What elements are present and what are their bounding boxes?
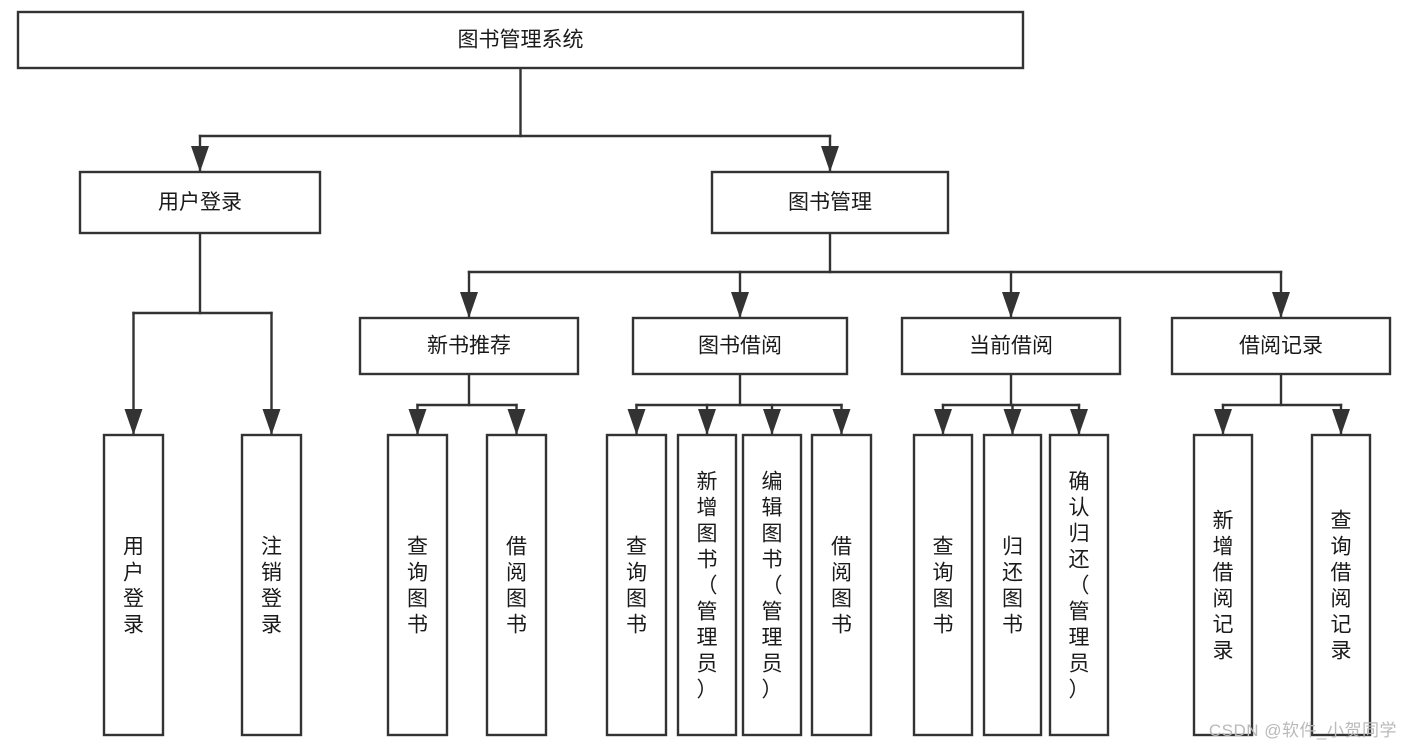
arrow-head-leaf-query-book-1 <box>408 409 427 435</box>
node-leaf-borrow-book-1-label: 借阅图书 <box>506 535 527 636</box>
node-book-manage[interactable]: 图书管理 <box>710 170 950 235</box>
node-borrow-record-box[interactable] <box>1170 316 1392 376</box>
node-leaf-add-record[interactable]: 新增借阅记录 <box>1192 433 1254 737</box>
node-leaf-logout[interactable]: 注销登录 <box>240 433 303 737</box>
arrow-head-leaf-confirm-return <box>1070 409 1088 435</box>
node-leaf-confirm-return[interactable]: 确认归还（管理员） <box>1048 433 1110 737</box>
arrow-head-leaf-user-login <box>124 409 143 435</box>
node-leaf-query-book-1[interactable]: 查询图书 <box>386 433 449 737</box>
watermark-text: CSDN @软件_小贺同学 <box>1208 721 1397 740</box>
node-leaf-logout-box[interactable] <box>240 433 303 737</box>
node-leaf-return-book-label: 归还图书 <box>1002 535 1023 636</box>
node-book-manage-label: 图书管理 <box>788 191 872 214</box>
node-leaf-user-login[interactable]: 用户登录 <box>102 433 165 737</box>
node-leaf-add-book-box[interactable] <box>676 433 738 737</box>
node-leaf-add-record-label: 新增借阅记录 <box>1213 509 1234 662</box>
arrow-head-leaf-add-book <box>698 409 716 435</box>
node-user-login-label: 用户登录 <box>158 191 242 214</box>
node-new-book-recommend-label: 新书推荐 <box>427 335 511 358</box>
node-leaf-return-book[interactable]: 归还图书 <box>982 433 1043 737</box>
node-user-login[interactable]: 用户登录 <box>78 170 322 235</box>
arrow-head-leaf-query-record <box>1332 409 1350 435</box>
arrow-head-leaf-logout <box>262 409 281 435</box>
node-book-borrow-label: 图书借阅 <box>698 335 782 358</box>
node-leaf-query-book-3-label: 查询图书 <box>933 535 954 636</box>
node-leaf-confirm-return-label: 确认归还（管理员） <box>1069 470 1090 701</box>
node-book-borrow[interactable]: 图书借阅 <box>631 316 849 376</box>
node-root-box[interactable] <box>16 10 1025 70</box>
node-leaf-borrow-book-2-box[interactable] <box>810 433 873 737</box>
node-root[interactable]: 图书管理系统 <box>16 10 1025 70</box>
node-leaf-user-login-box[interactable] <box>102 433 165 737</box>
node-leaf-borrow-book-2-label: 借阅图书 <box>831 535 852 636</box>
node-leaf-return-book-box[interactable] <box>982 433 1043 737</box>
node-leaf-borrow-book-1[interactable]: 借阅图书 <box>485 433 548 737</box>
node-current-borrow[interactable]: 当前借阅 <box>900 316 1122 376</box>
node-leaf-borrow-book-2[interactable]: 借阅图书 <box>810 433 873 737</box>
arrow-head-leaf-query-book-2 <box>627 409 646 435</box>
node-new-book-recommend-box[interactable] <box>358 316 580 376</box>
nodes-layer: 图书管理系统用户登录图书管理新书推荐图书借阅当前借阅借阅记录用户登录注销登录查询… <box>16 10 1392 737</box>
arrow-head-new-book-recommend <box>460 292 478 318</box>
arrow-head-current-borrow <box>1002 292 1020 318</box>
node-leaf-edit-book-label: 编辑图书（管理员） <box>762 470 783 701</box>
node-leaf-query-book-1-box[interactable] <box>386 433 449 737</box>
node-leaf-query-book-2-label: 查询图书 <box>626 535 647 636</box>
node-leaf-query-book-1-label: 查询图书 <box>407 535 428 636</box>
node-leaf-query-record-box[interactable] <box>1310 433 1372 737</box>
node-leaf-query-book-2-box[interactable] <box>605 433 668 737</box>
arrow-head-leaf-query-book-3 <box>934 409 952 435</box>
node-leaf-borrow-book-1-box[interactable] <box>485 433 548 737</box>
node-leaf-logout-label: 注销登录 <box>261 535 282 636</box>
node-borrow-record[interactable]: 借阅记录 <box>1170 316 1392 376</box>
arrow-head-leaf-return-book <box>1003 409 1022 435</box>
node-book-manage-box[interactable] <box>710 170 950 235</box>
node-leaf-query-book-2[interactable]: 查询图书 <box>605 433 668 737</box>
node-leaf-query-record[interactable]: 查询借阅记录 <box>1310 433 1372 737</box>
node-leaf-edit-book[interactable]: 编辑图书（管理员） <box>741 433 803 737</box>
node-borrow-record-label: 借阅记录 <box>1239 335 1323 358</box>
arrow-head-book-manage <box>821 146 839 172</box>
arrow-head-leaf-borrow-book-1 <box>507 409 526 435</box>
node-user-login-box[interactable] <box>78 170 322 235</box>
node-leaf-edit-book-box[interactable] <box>741 433 803 737</box>
node-leaf-confirm-return-box[interactable] <box>1048 433 1110 737</box>
arrow-head-leaf-edit-book <box>763 409 781 435</box>
connectors-layer <box>124 66 1350 436</box>
node-current-borrow-label: 当前借阅 <box>969 335 1053 358</box>
node-root-label: 图书管理系统 <box>458 29 584 52</box>
node-new-book-recommend[interactable]: 新书推荐 <box>358 316 580 376</box>
node-leaf-query-book-3-box[interactable] <box>912 433 974 737</box>
node-leaf-add-book-label: 新增图书（管理员） <box>697 470 718 701</box>
node-book-borrow-box[interactable] <box>631 316 849 376</box>
arrow-head-leaf-add-record <box>1214 409 1232 435</box>
arrow-head-borrow-record <box>1272 292 1290 318</box>
node-leaf-add-record-box[interactable] <box>1192 433 1254 737</box>
node-leaf-user-login-label: 用户登录 <box>123 535 144 636</box>
arrow-head-book-borrow <box>731 292 749 318</box>
node-leaf-query-book-3[interactable]: 查询图书 <box>912 433 974 737</box>
node-leaf-add-book[interactable]: 新增图书（管理员） <box>676 433 738 737</box>
arrow-head-user-login <box>191 146 209 172</box>
node-leaf-query-record-label: 查询借阅记录 <box>1331 509 1352 662</box>
node-current-borrow-box[interactable] <box>900 316 1122 376</box>
arrow-head-leaf-borrow-book-2 <box>832 409 851 435</box>
